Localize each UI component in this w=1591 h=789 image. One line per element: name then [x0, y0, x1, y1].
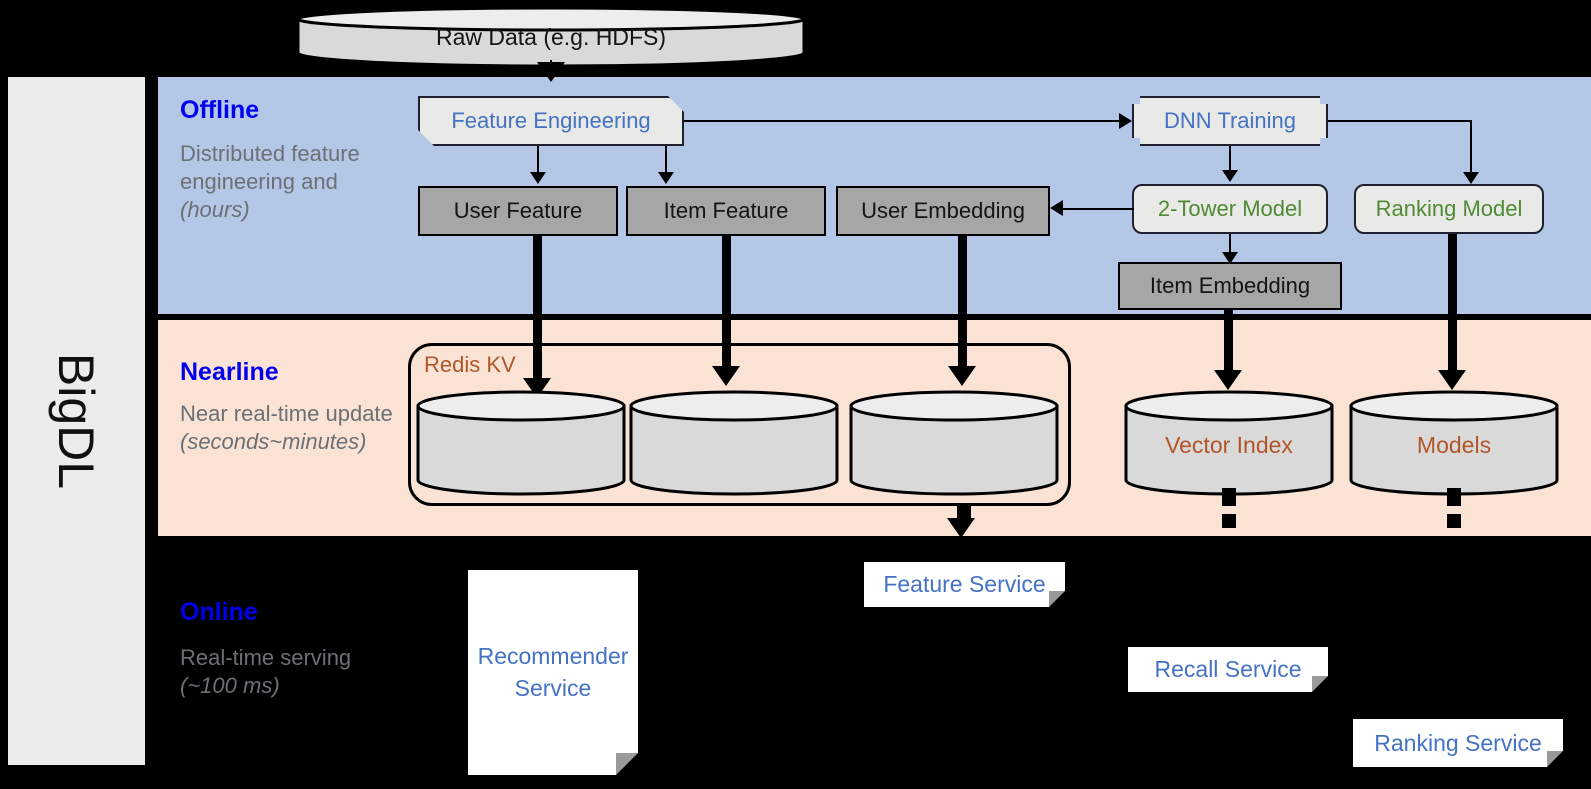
- arrowhead-rankingmodel-models: [1438, 370, 1466, 390]
- page-fold-icon: [1049, 591, 1065, 607]
- note-recall-service-label: Recall Service: [1154, 656, 1302, 682]
- note-ranking-service-label: Ranking Service: [1374, 729, 1542, 756]
- store-cylinder-item-feature[interactable]: [629, 390, 839, 496]
- pipe-itemfeature-store: [722, 236, 731, 378]
- node-item-feature-label: Item Feature: [663, 198, 789, 223]
- stage-subtitle-nearline: Near real-time update (seconds~minutes): [180, 400, 410, 456]
- store-cylinder-user-embedding[interactable]: [849, 390, 1059, 496]
- conn-twotower-userembedding: [1062, 208, 1134, 210]
- page-fold-icon: [1547, 751, 1563, 767]
- stage-title-nearline: Nearline: [180, 358, 279, 386]
- redis-kv-group: [408, 343, 1071, 506]
- node-dnn-training[interactable]: DNN Training: [1132, 96, 1328, 146]
- arrowhead-itemembedding-vectorindex: [1214, 370, 1242, 390]
- arrowhead-fe-userfeature: [530, 172, 546, 184]
- stage-subtitle-online: Real-time serving (~100 ms): [180, 644, 410, 700]
- conn-fe-userfeature: [537, 146, 539, 174]
- raw-data-label: Raw Data (e.g. HDFS): [435, 24, 667, 50]
- note-feature-service[interactable]: Feature Service: [864, 562, 1065, 607]
- conn-dnn-ranking-h: [1328, 120, 1472, 122]
- raw-data-cylinder: Raw Data (e.g. HDFS): [296, 6, 806, 68]
- seg-ranking-1: [1447, 488, 1461, 506]
- node-2-tower-model[interactable]: 2-Tower Model: [1132, 184, 1328, 234]
- node-user-embedding[interactable]: User Embedding: [836, 186, 1050, 236]
- arrowhead-itemfeature-store: [712, 366, 740, 386]
- sidebar-label: BigDL: [48, 352, 105, 490]
- seg-recall-1: [1222, 488, 1236, 506]
- note-feature-service-label: Feature Service: [883, 571, 1046, 597]
- stage-subtitle-nearline-text: Near real-time update: [180, 401, 393, 426]
- seg-ranking-2: [1447, 514, 1461, 528]
- vector-index-cylinder[interactable]: Vector Index: [1124, 390, 1334, 496]
- store-cylinder-user-feature[interactable]: [416, 390, 626, 496]
- node-ranking-model[interactable]: Ranking Model: [1354, 184, 1544, 234]
- note-recall-service[interactable]: Recall Service: [1128, 647, 1328, 692]
- conn-dnn-twotower: [1229, 146, 1231, 174]
- arrowhead-twotower-itemembedding: [1222, 252, 1238, 264]
- node-dnn-training-label: DNN Training: [1163, 108, 1297, 133]
- node-user-feature-label: User Feature: [453, 198, 583, 223]
- pipe-rankingmodel-models: [1448, 234, 1457, 382]
- node-user-embedding-label: User Embedding: [861, 198, 1025, 223]
- arrowhead-twotower-userembedding: [1050, 200, 1063, 216]
- seg-recall-2: [1222, 514, 1236, 528]
- node-ranking-model-label: Ranking Model: [1375, 196, 1523, 221]
- node-feature-engineering-label: Feature Engineering: [451, 108, 651, 133]
- arrowhead-dnn-twotower: [1222, 170, 1238, 182]
- stage-subtitle-nearline-em: (seconds~minutes): [180, 429, 367, 455]
- seg-featureservice-1: [957, 506, 971, 520]
- conn-fe-itemfeature: [665, 146, 667, 174]
- bigdl-sidebar: BigDL: [8, 77, 145, 765]
- node-item-embedding-label: Item Embedding: [1149, 273, 1311, 298]
- models-cylinder[interactable]: Models: [1349, 390, 1559, 496]
- node-feature-engineering[interactable]: Feature Engineering: [418, 96, 684, 146]
- redis-kv-label: Redis KV: [424, 352, 516, 377]
- node-item-feature[interactable]: Item Feature: [626, 186, 826, 236]
- pipe-userfeature-store: [533, 236, 542, 392]
- page-fold-icon: [1312, 676, 1328, 692]
- pipe-itemembedding-vectorindex: [1224, 310, 1233, 382]
- node-item-embedding[interactable]: Item Embedding: [1118, 262, 1342, 310]
- conn-twotower-itemembedding: [1229, 234, 1231, 260]
- note-recommender-service-label: Recommender Service: [477, 643, 629, 701]
- stage-title-offline: Offline: [180, 96, 260, 124]
- arrowhead-featureservice: [947, 518, 975, 538]
- sidebar-label-wrap: BigDL: [8, 77, 145, 765]
- note-recommender-service[interactable]: Recommender Service: [468, 570, 638, 775]
- stage-subtitle-offline-em: (hours): [180, 197, 250, 223]
- arrowhead-dnn-ranking: [1463, 172, 1479, 184]
- note-ranking-service[interactable]: Ranking Service: [1353, 719, 1563, 767]
- stage-subtitle-offline: Distributed feature engineering and (hou…: [180, 140, 410, 224]
- arrowhead-userembedding-store: [948, 366, 976, 386]
- models-label: Models: [1416, 432, 1492, 458]
- stage-subtitle-offline-text: Distributed feature engineering and: [180, 141, 360, 195]
- vector-index-label: Vector Index: [1165, 432, 1293, 458]
- stage-title-online: Online: [180, 598, 258, 626]
- arrowhead-fe-itemfeature: [658, 172, 674, 184]
- page-fold-icon: [616, 753, 638, 775]
- conn-fe-dnn: [684, 120, 1119, 122]
- arrowhead-rawdata-fe: [537, 62, 565, 82]
- pipe-userembedding-store: [958, 236, 967, 378]
- node-2-tower-model-label: 2-Tower Model: [1157, 196, 1303, 221]
- node-user-feature[interactable]: User Feature: [418, 186, 618, 236]
- conn-dnn-ranking-v: [1470, 120, 1472, 176]
- arrowhead-fe-dnn: [1119, 113, 1132, 129]
- stage-subtitle-online-text: Real-time serving: [180, 645, 352, 670]
- stage-subtitle-online-em: (~100 ms): [180, 673, 280, 699]
